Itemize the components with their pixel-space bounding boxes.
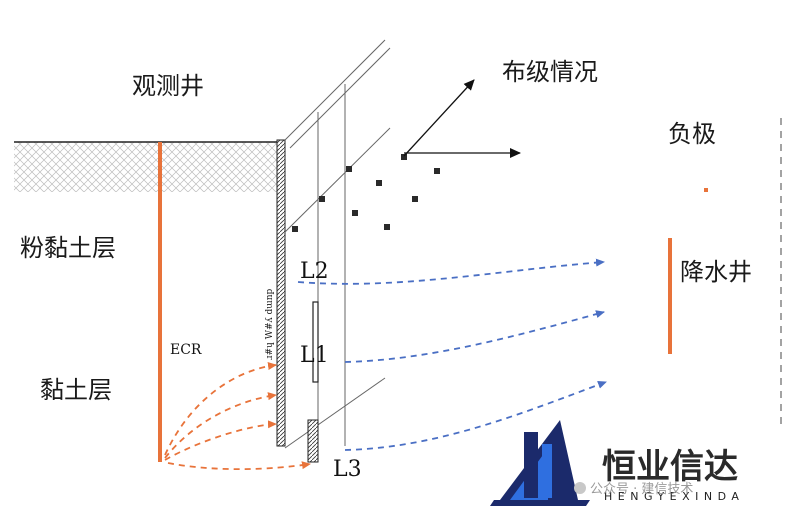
observation-well-label: 观测井 [132, 72, 204, 100]
clay-layer-label: 黏土层 [40, 376, 112, 404]
well-segment-l3 [307, 419, 319, 463]
orange-flow-arrows [164, 362, 311, 471]
ground-soil [14, 142, 284, 192]
retaining-wall [276, 139, 286, 447]
electrode-points [292, 154, 440, 232]
l1-label: L1 [300, 343, 329, 368]
negative-electrode-label: 负极 [668, 120, 716, 148]
brand-logo [490, 420, 590, 506]
brand-name: 恒业信达 [602, 447, 738, 487]
negative-electrode-marker [704, 188, 708, 192]
brand-pinyin: HENGYEXINDA [604, 490, 744, 503]
silty-clay-layer-label: 粉黏土层 [20, 234, 116, 262]
up-arrow [403, 79, 475, 157]
l2-label: L2 [300, 259, 329, 284]
perspective-lines [284, 39, 391, 462]
wechat-icon [574, 482, 586, 494]
well-segment-l1 [312, 301, 319, 383]
l3-label: L3 [333, 457, 362, 482]
blue-flow-arrows [297, 258, 607, 451]
electrode-layout-label: 布级情况 [502, 58, 598, 86]
wall-label: ɹ#ɥ W#ʎ dɯnp [265, 288, 275, 360]
dewatering-well-label: 降水井 [680, 258, 752, 286]
ecr-label: ECR [170, 342, 202, 358]
account-watermark: 公众号 · 建信技术 [590, 482, 693, 497]
